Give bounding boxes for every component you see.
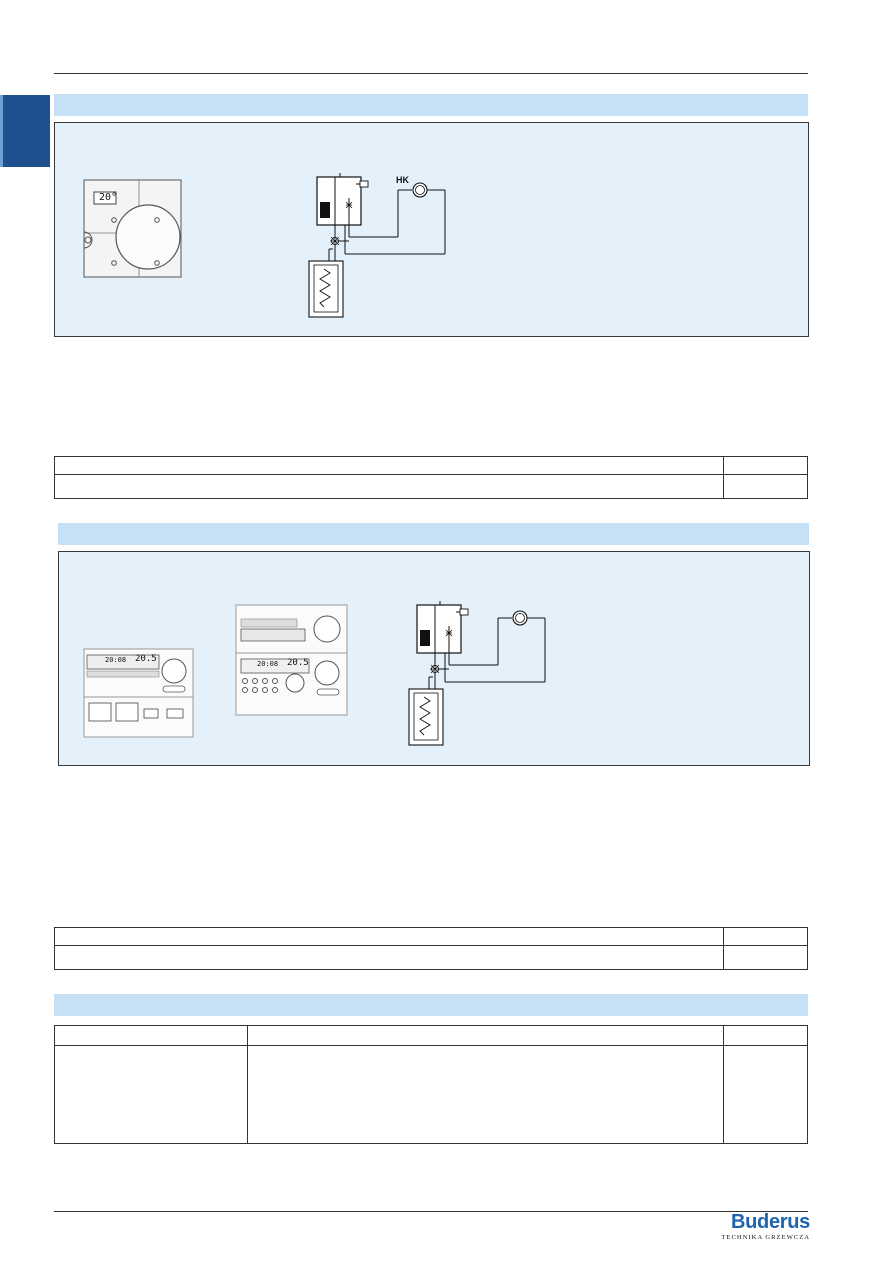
header-rule: [54, 73, 808, 74]
section-bar-1: [54, 94, 808, 116]
controller1-display-time: 20:08: [105, 656, 127, 664]
wall-controller-illustration: [83, 648, 194, 738]
controller2-display-time: 20:08: [257, 660, 279, 668]
chapter-tab-stripe: [0, 95, 3, 167]
table3-header-cell-3: [723, 1025, 808, 1046]
table3-header-cell-1: [54, 1025, 248, 1046]
table1-header-cell-1: [54, 456, 724, 475]
spec-table-2: [54, 927, 808, 970]
figure-panel-2: 20:08 20.5 20:08 20.5: [58, 551, 810, 766]
spec-table-3: [54, 1025, 808, 1144]
spec-table-1: [54, 456, 808, 499]
thermostat-display: 20°: [98, 192, 118, 203]
table3-header-cell-2: [247, 1025, 724, 1046]
room-thermostat-illustration: [83, 179, 182, 278]
chapter-tab-marker: [0, 95, 50, 167]
table2-header-cell-1: [54, 927, 724, 946]
table3-cell-2: [247, 1045, 724, 1144]
circuit-label-hk: HK: [396, 175, 409, 185]
footer-rule: [54, 1211, 808, 1212]
table1-cell-1: [54, 474, 724, 499]
controller1-display-temp: 20.5: [135, 654, 157, 664]
figure-panel-1: 20° HK: [54, 122, 809, 337]
table2-cell-1: [54, 945, 724, 970]
heating-circuit-schematic: [308, 173, 446, 318]
boiler-controller-illustration: [235, 604, 348, 716]
table3-cell-1: [54, 1045, 248, 1144]
table2-header-cell-2: [723, 927, 808, 946]
section-bar-2: [58, 523, 809, 545]
brand-logo: Buderus: [730, 1211, 810, 1233]
controller2-display-temp: 20.5: [287, 658, 309, 668]
brand-tagline: TECHNIKA GRZEWCZA: [721, 1234, 810, 1241]
table1-header-cell-2: [723, 456, 808, 475]
table1-cell-2: [723, 474, 808, 499]
table2-cell-2: [723, 945, 808, 970]
section-bar-3: [54, 994, 808, 1016]
table3-cell-3: [723, 1045, 808, 1144]
heating-circuit-schematic-2: [408, 601, 546, 746]
